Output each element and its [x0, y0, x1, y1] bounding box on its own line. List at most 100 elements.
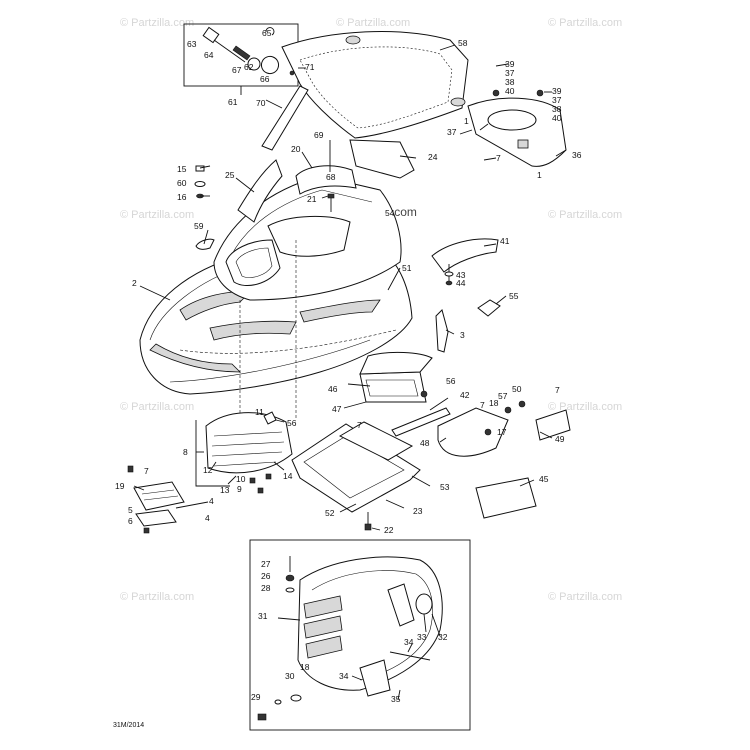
callout-label: 36	[572, 150, 582, 160]
callout-label: 33	[417, 632, 427, 642]
callout-label: 41	[500, 236, 510, 246]
watermark: © Partzilla.com	[548, 401, 622, 413]
console-36	[467, 89, 567, 167]
callout-label: 7	[144, 466, 149, 476]
tray-23-52-53	[291, 421, 421, 531]
callout-label: 18	[489, 398, 499, 408]
callout-label: 13	[220, 485, 230, 495]
bracket-70	[261, 85, 309, 151]
callout-label: 62	[244, 62, 254, 72]
leader-lines	[133, 44, 567, 701]
callout-label: 40	[552, 113, 562, 123]
callout-label: 46	[328, 384, 338, 394]
callout-label: 20	[291, 144, 301, 154]
part-41	[431, 238, 499, 286]
watermark: © Partzilla.com	[120, 17, 194, 29]
callout-label: 42	[460, 390, 470, 400]
nut-50	[518, 400, 526, 408]
callout-label: 66	[260, 74, 270, 84]
callout-label: 47	[332, 404, 342, 414]
callout-label: 70	[256, 98, 266, 108]
callout-label: 7	[496, 153, 501, 163]
callout-label: 61	[228, 97, 238, 107]
callout-label: 7	[357, 420, 362, 430]
callout-label: 22	[384, 525, 394, 535]
callout-label: 56	[446, 376, 456, 386]
callout-label: 30	[285, 671, 295, 681]
callout-label: 14	[283, 471, 293, 481]
callout-label: 31	[258, 611, 268, 621]
callout-label: 29	[251, 692, 261, 702]
handle-59	[195, 238, 215, 250]
inset-box-bottom	[249, 539, 471, 731]
watermark: © Partzilla.com	[120, 209, 194, 221]
watermarks: © Partzilla.com © Partzilla.com © Partzi…	[120, 17, 622, 603]
bracket-8	[195, 420, 230, 487]
callout-label: 32	[438, 632, 448, 642]
drawing-reference: 31M/2014	[113, 722, 144, 729]
callout-label: 9	[237, 484, 242, 494]
callout-label: 27	[261, 559, 271, 569]
callout-label: 3	[460, 330, 465, 340]
callout-label: 68	[326, 172, 336, 182]
callout-label: 53	[440, 482, 450, 492]
deflector-24	[349, 139, 415, 179]
callout-label: 12	[203, 465, 213, 475]
callout-label: 44	[456, 278, 466, 288]
nut-57	[504, 406, 512, 414]
callout-label: 58	[458, 38, 468, 48]
callout-label: 11	[255, 407, 264, 417]
watermark: © Partzilla.com	[336, 17, 410, 29]
watermark: © Partzilla.com	[548, 591, 622, 603]
callout-label: 35	[391, 694, 401, 704]
callout-label: 59	[194, 221, 204, 231]
callout-label: 43	[456, 270, 466, 280]
callout-label: 34	[404, 637, 414, 647]
grille-13	[205, 412, 293, 474]
callout-label: 15	[177, 164, 187, 174]
pad-45	[475, 477, 537, 519]
callout-label: 6	[128, 516, 133, 526]
callout-label: 48	[420, 438, 430, 448]
nut-17	[484, 428, 492, 436]
hood-assembly	[139, 159, 413, 420]
watermark: © Partzilla.com	[548, 17, 622, 29]
nut-56	[420, 390, 428, 398]
callout-label: 37	[552, 95, 562, 105]
callout-label: 38	[505, 77, 515, 87]
callout-label: 21	[307, 194, 317, 204]
part-48	[437, 407, 509, 457]
callout-label: 18	[300, 662, 310, 672]
callout-label: 64	[204, 50, 214, 60]
callout-label: 1	[537, 170, 542, 180]
watermark: © Partzilla.com	[120, 591, 194, 603]
callout-label: 52	[325, 508, 335, 518]
callout-label: 24	[428, 152, 438, 162]
callout-label: 28	[261, 583, 271, 593]
callout-label: 60	[177, 178, 187, 188]
callout-labels: 1 1 2 3 4 4 5 6 7 7 7 7 7 8 9 10 11 12 1…	[115, 28, 582, 704]
callout-label: 39	[552, 86, 562, 96]
callout-label: 63	[187, 39, 197, 49]
callout-label: 16	[177, 192, 187, 202]
callout-label: 38	[552, 104, 562, 114]
vent-46-47	[359, 351, 433, 403]
callout-label: 4	[205, 513, 210, 523]
callout-label: 34	[339, 671, 349, 681]
callout-label: 65	[262, 28, 272, 38]
callout-label: 51	[402, 263, 412, 273]
part-3	[435, 309, 449, 353]
callout-label: 10	[236, 474, 246, 484]
callout-label: 5	[128, 505, 133, 515]
part-55	[477, 299, 501, 317]
callout-label: 55	[509, 291, 519, 301]
callout-label: 19	[115, 481, 125, 491]
windshield	[281, 31, 469, 139]
callout-label: 26	[261, 571, 271, 581]
callout-label: 56	[287, 418, 297, 428]
callout-label: 54	[385, 208, 395, 218]
callout-label: 49	[555, 434, 565, 444]
callout-label: 45	[539, 474, 549, 484]
callout-label: 40	[505, 86, 515, 96]
